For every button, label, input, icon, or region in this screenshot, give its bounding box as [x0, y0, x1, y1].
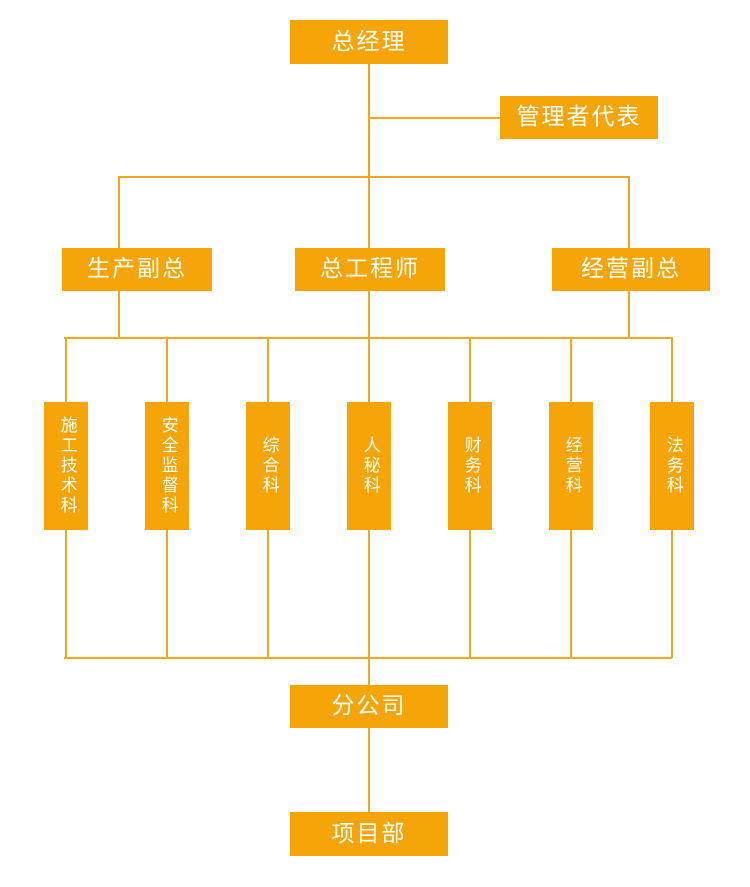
connector-department-riser-3 — [267, 529, 269, 658]
connector-department-riser-6 — [570, 529, 572, 658]
node-department-safety-supervision[interactable]: 安全监督科 — [145, 402, 189, 530]
connector-department-riser-2 — [166, 529, 168, 658]
connector-department-drop-2 — [166, 337, 168, 402]
connector-department-riser-1 — [65, 529, 67, 658]
node-vice-president-production[interactable]: 生产副总 — [62, 248, 212, 291]
connector-department-drop-4 — [368, 337, 370, 402]
connector-department-riser-4 — [368, 529, 370, 658]
node-department-construction-technology[interactable]: 施工技术科 — [44, 402, 88, 530]
connector-branch-to-project — [368, 728, 370, 813]
connector-department-riser-5 — [469, 529, 471, 658]
connector-department-drop-1 — [65, 337, 67, 402]
node-vice-president-operations[interactable]: 经营副总 — [552, 248, 710, 291]
node-chief-engineer[interactable]: 总工程师 — [295, 248, 445, 291]
connector-riser-vice-production — [118, 291, 120, 338]
connector-drop-chief-engineer — [368, 176, 370, 249]
node-project-department[interactable]: 项目部 — [290, 812, 448, 856]
connector-gm-to-representative — [368, 117, 501, 119]
node-department-general-affairs[interactable]: 综合科 — [246, 402, 290, 530]
node-department-operations[interactable]: 经营科 — [549, 402, 593, 530]
connector-executive-bus — [118, 176, 630, 178]
node-department-legal-affairs[interactable]: 法务科 — [650, 402, 694, 530]
connector-drop-vice-operations — [628, 176, 630, 249]
connector-riser-vice-operations — [628, 291, 630, 338]
node-branch-company[interactable]: 分公司 — [290, 685, 448, 728]
connector-department-drop-7 — [671, 337, 673, 402]
connector-department-drop-6 — [570, 337, 572, 402]
connector-department-riser-7 — [671, 529, 673, 658]
node-management-representative[interactable]: 管理者代表 — [500, 96, 658, 139]
connector-gm-trunk — [368, 63, 370, 177]
connector-department-drop-5 — [469, 337, 471, 402]
connector-drop-vice-production — [118, 176, 120, 249]
connector-department-drop-3 — [267, 337, 269, 402]
connector-riser-chief-engineer — [368, 291, 370, 338]
node-general-manager[interactable]: 总经理 — [290, 20, 448, 64]
connector-bus-to-branch — [368, 657, 370, 686]
node-department-personnel-secretariat[interactable]: 人秘科 — [347, 402, 391, 530]
node-department-finance[interactable]: 财务科 — [448, 402, 492, 530]
